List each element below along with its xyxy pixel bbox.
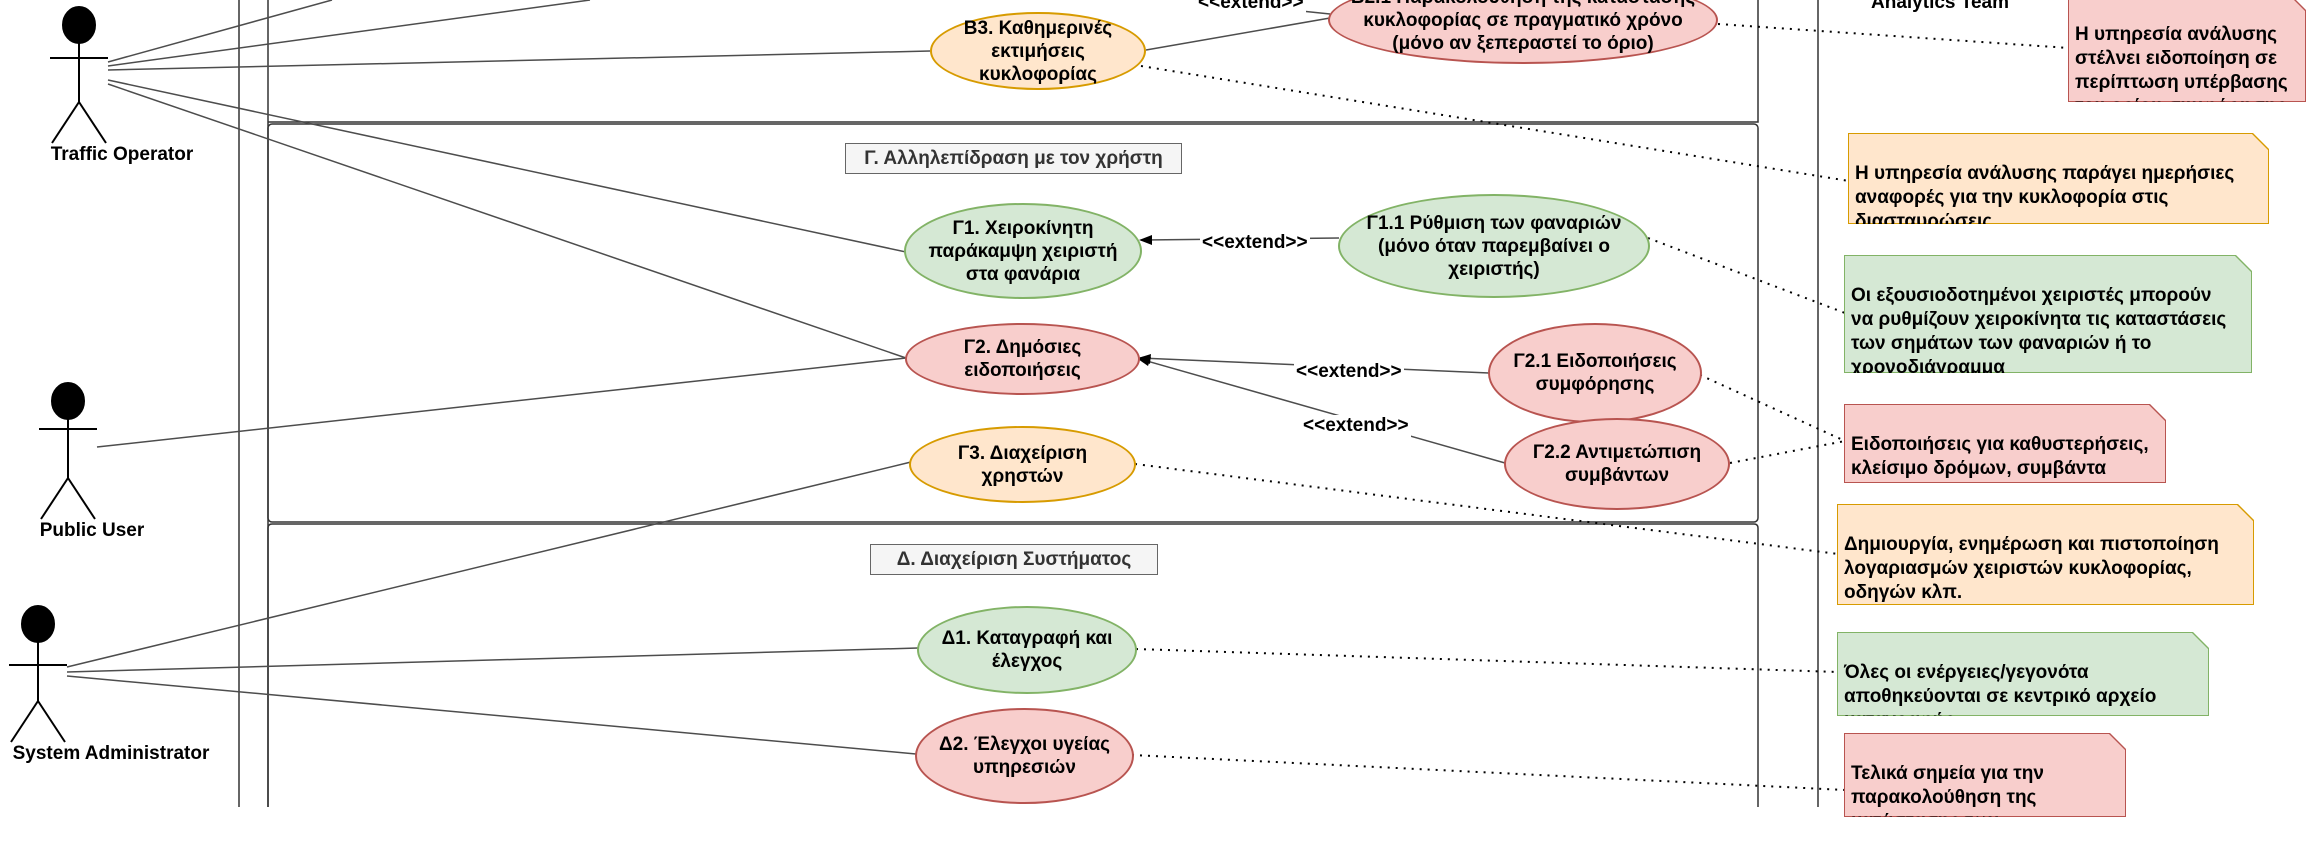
use-case-b3[interactable]: Β3. Καθημερινές εκτιμήσεις κυκλοφορίας: [930, 12, 1146, 90]
note-health-endpoints-text: Τελικά σημεία για την παρακολούθηση της …: [1851, 763, 2044, 832]
extend-label-g1-1: <<extend>>: [1200, 232, 1310, 254]
section-gamma-title: Γ. Αλληλεπίδραση με τον χρήστη: [845, 143, 1182, 174]
use-case-d2[interactable]: Δ2. Έλεγχοι υγείας υπηρεσιών: [915, 708, 1134, 804]
note-account-management: Δημιουργία, ενημέρωση και πιστοποίηση λο…: [1837, 504, 2254, 605]
note-manual-control: Οι εξουσιοδοτημένοι χειριστές μπορούν να…: [1844, 255, 2252, 373]
section-gamma-frame: [267, 123, 1759, 523]
section-delta-title: Δ. Διαχείριση Συστήματος: [870, 544, 1158, 575]
use-case-d1[interactable]: Δ1. Καταγραφή και έλεγχος: [917, 606, 1137, 694]
extend-arrowheads: [1138, 235, 1152, 366]
use-case-b2-1[interactable]: Β2.1 Παρακολούθηση της κατάστασης κυκλοφ…: [1328, 0, 1718, 64]
note-account-management-text: Δημιουργία, ενημέρωση και πιστοποίηση λο…: [1844, 534, 2219, 603]
note-daily-reports-text: Η υπηρεσία ανάλυσης παράγει ημερήσιες αν…: [1855, 163, 2235, 232]
use-case-g2-2[interactable]: Γ2.2 Αντιμετώπιση συμβάντων: [1504, 418, 1730, 510]
analytics-team-label: Analytics Team: [1871, 0, 2009, 13]
section-delta-frame: [267, 523, 1759, 807]
use-case-g1-1[interactable]: Γ1.1 Ρύθμιση των φαναριών (μόνο όταν παρ…: [1338, 194, 1650, 298]
note-public-alerts: Ειδοποιήσεις για καθυστερήσεις, κλείσιμο…: [1844, 404, 2166, 483]
public-user-label: Public User: [39, 520, 145, 541]
note-congestion-alert: Η υπηρεσία ανάλυσης στέλνει ειδοποίηση σ…: [2068, 0, 2306, 102]
note-manual-control-text: Οι εξουσιοδοτημένοι χειριστές μπορούν να…: [1851, 285, 2227, 378]
use-case-diagram: Traffic Operator Public User System Admi…: [9, 0, 2306, 807]
extend-label-g2-2: <<extend>>: [1301, 415, 1411, 437]
associations: [66, 0, 931, 755]
traffic-operator-label: Traffic Operator: [50, 144, 194, 165]
system-administrator-label: System Administrator: [12, 743, 210, 764]
section-b-frame: [268, 0, 1759, 123]
traffic-operator-figure[interactable]: [50, 6, 108, 144]
note-health-endpoints: Τελικά σημεία για την παρακολούθηση της …: [1844, 733, 2126, 817]
note-public-alerts-text: Ειδοποιήσεις για καθυστερήσεις, κλείσιμο…: [1851, 434, 2149, 479]
extend-label-b2-1: <<extend>>: [1196, 0, 1306, 14]
extend-label-g2-1: <<extend>>: [1294, 361, 1404, 383]
use-case-g3[interactable]: Γ3. Διαχείριση χρηστών: [909, 426, 1136, 503]
note-central-logging: Όλες οι ενέργειες/γεγονότα αποθηκεύονται…: [1837, 632, 2209, 716]
note-connectors: [1131, 23, 2070, 791]
use-case-g1[interactable]: Γ1. Χειροκίνητη παράκαμψη χειριστή στα φ…: [904, 203, 1142, 299]
use-case-g2[interactable]: Γ2. Δημόσιες ειδοποιήσεις: [905, 323, 1140, 395]
use-case-g2-1[interactable]: Γ2.1 Ειδοποιήσεις συμφόρησης: [1488, 323, 1702, 423]
note-daily-reports: Η υπηρεσία ανάλυσης παράγει ημερήσιες αν…: [1848, 133, 2269, 224]
system-administrator-figure[interactable]: [9, 605, 67, 743]
public-user-figure[interactable]: [39, 382, 97, 520]
